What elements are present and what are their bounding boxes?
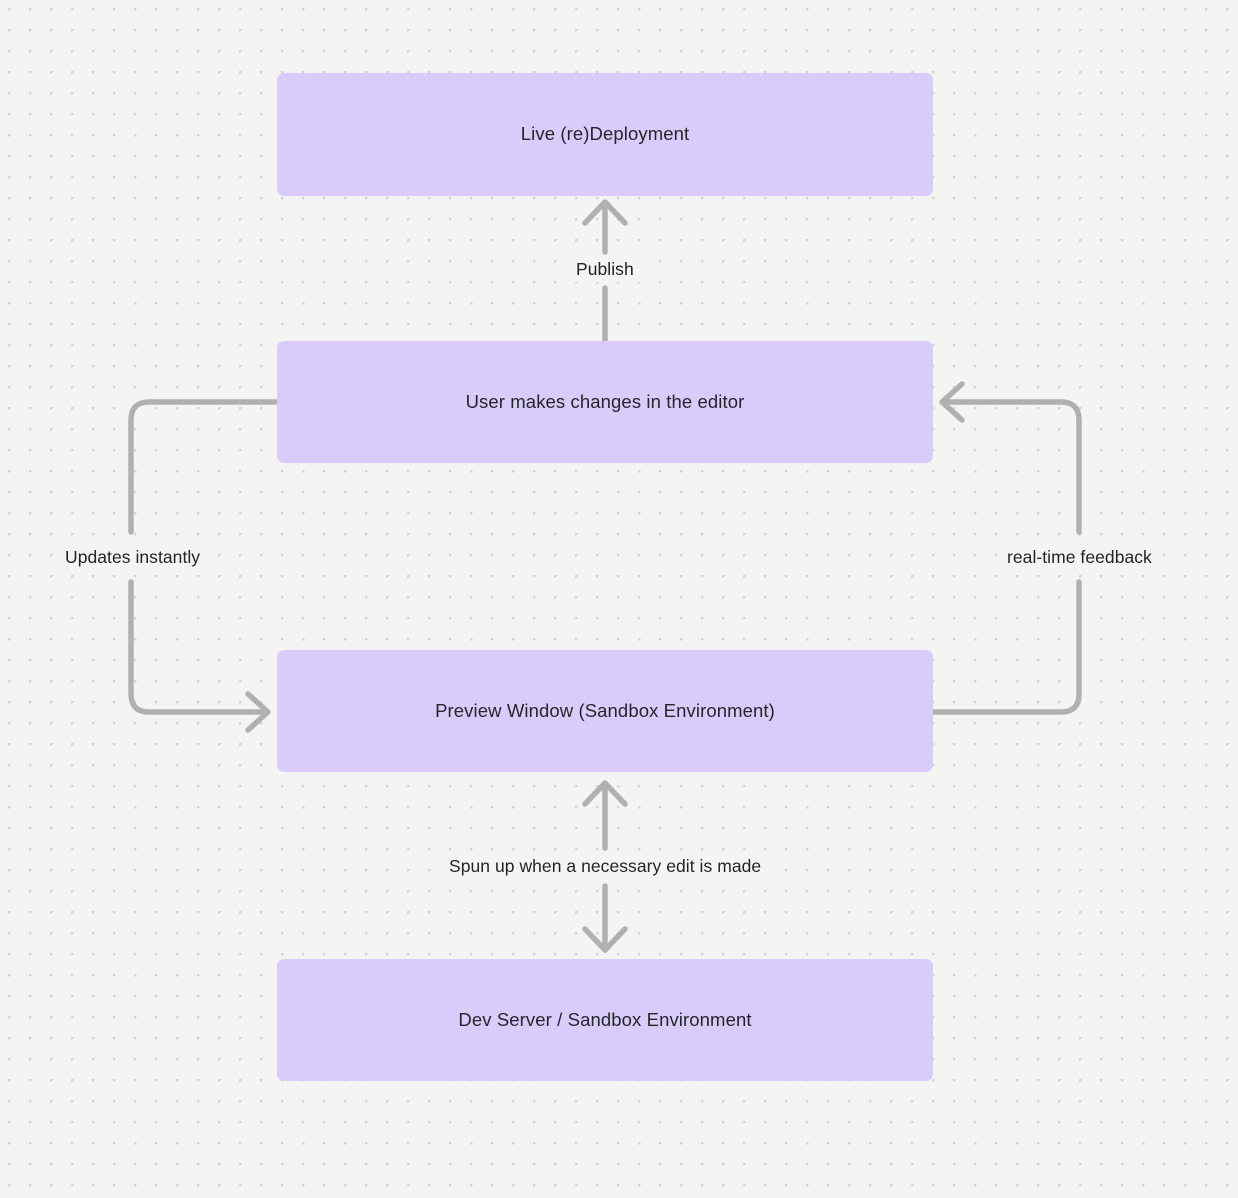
- edge-label-publish: Publish: [570, 257, 640, 282]
- arrowhead-up-icon: [582, 199, 628, 226]
- arrowhead-right-icon: [245, 691, 271, 733]
- node-live-deployment-label: Live (re)Deployment: [520, 123, 690, 145]
- node-dev-server[interactable]: Dev Server / Sandbox Environment: [277, 959, 933, 1081]
- edge-real-time-feedback-line-upper: [942, 399, 1082, 535]
- arrowhead-left-icon: [939, 381, 965, 423]
- edge-label-real-time-feedback: real-time feedback: [1001, 545, 1158, 570]
- arrowhead-down-icon: [582, 926, 628, 953]
- node-live-deployment[interactable]: Live (re)Deployment: [277, 73, 933, 196]
- node-preview-window[interactable]: Preview Window (Sandbox Environment): [277, 650, 933, 772]
- node-preview-window-label: Preview Window (Sandbox Environment): [435, 699, 775, 721]
- edge-updates-instantly-line-upper: [128, 399, 280, 535]
- edge-real-time-feedback-line-lower: [930, 579, 1082, 715]
- node-user-edits[interactable]: User makes changes in the editor: [277, 341, 933, 463]
- node-dev-server-label: Dev Server / Sandbox Environment: [458, 1008, 752, 1030]
- edge-updates-instantly-line-lower: [128, 579, 268, 715]
- arrowhead-up-icon: [582, 780, 628, 807]
- edge-label-spun-up: Spun up when a necessary edit is made: [443, 854, 768, 879]
- edge-label-updates-instantly: Updates instantly: [59, 545, 207, 570]
- node-user-edits-label: User makes changes in the editor: [465, 390, 745, 412]
